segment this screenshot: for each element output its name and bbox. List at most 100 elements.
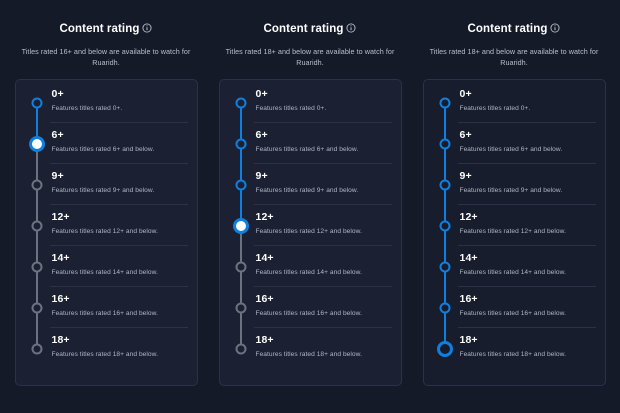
connector-segment-upper: [443, 212, 446, 227]
rating-option-row[interactable]: 14+Features titles rated 14+ and below.: [228, 253, 392, 296]
info-icon[interactable]: [550, 23, 560, 33]
rating-step-node[interactable]: [235, 302, 247, 314]
rating-option-row[interactable]: 16+Features titles rated 16+ and below.: [228, 294, 392, 337]
rating-option-description: Features titles rated 6+ and below.: [459, 145, 563, 153]
connector-segment-lower: [35, 103, 38, 132]
rating-option-row[interactable]: 16+ Features titles rated 16+ and below.: [432, 293, 596, 337]
rating-step-node[interactable]: [31, 179, 43, 191]
rating-option-description: Features titles rated 16+ and below.: [459, 309, 566, 317]
rating-option-label: 0+: [51, 88, 64, 101]
rating-option-body: 9+Features titles rated 9+ and below.: [49, 171, 188, 206]
connector-segment-lower: [35, 308, 38, 337]
rating-option-description: Features titles rated 9+ and below.: [255, 186, 359, 194]
rating-step-node[interactable]: [235, 97, 247, 109]
panel-subtitle: Titles rated 16+ and below are available…: [21, 47, 191, 68]
timeline-connector: [228, 89, 254, 132]
timeline-connector: [228, 253, 254, 296]
rating-step-node[interactable]: [235, 179, 247, 191]
rating-step-node[interactable]: [232, 218, 249, 235]
rating-step-node[interactable]: [436, 341, 453, 358]
rating-option-row[interactable]: 9+Features titles rated 9+ and below.: [432, 171, 596, 214]
rating-step-node[interactable]: [439, 220, 451, 232]
rating-step-node[interactable]: [439, 261, 451, 273]
rating-option-body: 12+Features titles rated 12+ and below.: [253, 212, 392, 247]
rating-option-row[interactable]: 12+Features titles rated 12+ and below.: [432, 212, 596, 255]
rating-option-body: 12+Features titles rated 12+ and below.: [49, 212, 188, 247]
rating-option-body: 14+Features titles rated 14+ and below.: [49, 253, 188, 288]
rating-option-body: 18+Features titles rated 18+ and below.: [458, 335, 596, 361]
rating-option-label: 16+: [459, 293, 478, 306]
rating-option-label: 6+: [255, 129, 268, 142]
rating-option-row[interactable]: 6+Features titles rated 6+ and below.: [432, 130, 596, 173]
rating-step-node[interactable]: [439, 138, 451, 150]
rating-option-row[interactable]: 16+Features titles rated 16+ and below.: [24, 294, 188, 337]
connector-segment-upper: [443, 130, 446, 145]
rating-option-description: Features titles rated 18+ and below.: [51, 350, 158, 358]
connector-segment-upper: [239, 335, 242, 350]
rating-step-node[interactable]: [439, 179, 451, 191]
rating-option-label: 18+: [255, 334, 274, 347]
connector-segment-lower: [443, 144, 446, 173]
rating-option-row[interactable]: 9+Features titles rated 9+ and below.: [228, 171, 392, 214]
rating-option-body: 18+Features titles rated 18+ and below.: [254, 335, 392, 361]
rating-option-row[interactable]: 14+Features titles rated 14+ and below.: [24, 253, 188, 296]
timeline-connector: [24, 253, 50, 296]
connector-segment-upper: [239, 171, 242, 186]
rating-option-body: 9+Features titles rated 9+ and below.: [457, 171, 596, 206]
connector-segment-upper: [443, 253, 446, 268]
rating-option-body: 14+Features titles rated 14+ and below.: [457, 253, 596, 288]
connector-segment-lower: [239, 185, 242, 214]
rating-option-list: 0+Features titles rated 0+.6+Features ti…: [432, 89, 596, 376]
rating-option-row[interactable]: 18+Features titles rated 18+ and below.: [432, 335, 596, 376]
info-icon[interactable]: [346, 23, 356, 33]
connector-segment-lower: [443, 185, 446, 214]
rating-option-row[interactable]: 18+Features titles rated 18+ and below.: [24, 335, 188, 376]
rating-option-description: Features titles rated 0+.: [459, 104, 531, 112]
rating-option-description: Features titles rated 14+ and below.: [51, 268, 158, 276]
connector-segment-upper: [35, 253, 38, 268]
rating-option-description: Features titles rated 16+ and below.: [255, 309, 362, 317]
rating-step-node[interactable]: [235, 261, 247, 273]
rating-step-node[interactable]: [235, 343, 247, 355]
rating-option-description: Features titles rated 14+ and below.: [459, 268, 566, 276]
rating-step-node[interactable]: [31, 302, 43, 314]
rating-step-node[interactable]: [31, 261, 43, 273]
timeline-connector: [24, 212, 50, 255]
rating-option-body: 6+Features titles rated 6+ and below.: [253, 129, 392, 165]
connector-segment-upper: [35, 335, 38, 350]
rating-option-description: Features titles rated 9+ and below.: [51, 186, 155, 194]
rating-step-node[interactable]: [28, 136, 45, 153]
connector-segment-lower: [35, 226, 38, 255]
timeline-connector: [24, 89, 50, 132]
rating-option-row[interactable]: 6+Features titles rated 6+ and below.: [228, 129, 392, 173]
rating-option-body: 16+ Features titles rated 16+ and below.: [457, 293, 596, 329]
rating-option-label: 0+: [255, 88, 268, 101]
page-title: Content rating: [467, 22, 548, 35]
rating-step-node[interactable]: [31, 220, 43, 232]
rating-step-node[interactable]: [439, 97, 451, 109]
rating-option-row[interactable]: 12+Features titles rated 12+ and below.: [228, 212, 392, 255]
rating-option-row[interactable]: 12+Features titles rated 12+ and below.: [24, 212, 188, 255]
rating-option-row[interactable]: 14+Features titles rated 14+ and below.: [432, 253, 596, 296]
rating-option-row[interactable]: 6+Features titles rated 6+ and below.: [24, 130, 188, 173]
timeline-connector: [432, 253, 458, 296]
rating-option-row[interactable]: 0+Features titles rated 0+.: [24, 88, 188, 132]
rating-step-node[interactable]: [31, 343, 43, 355]
rating-option-row[interactable]: 9+Features titles rated 9+ and below.: [24, 171, 188, 214]
rating-option-body: 0+Features titles rated 0+.: [49, 88, 188, 124]
info-icon[interactable]: [142, 23, 152, 33]
rating-option-row[interactable]: 0+Features titles rated 0+.: [228, 88, 392, 132]
rating-option-label: 18+: [459, 334, 478, 347]
connector-segment-upper: [239, 294, 242, 309]
rating-step-node[interactable]: [235, 138, 247, 150]
connector-segment-lower: [35, 144, 38, 173]
timeline-connector: [24, 335, 50, 376]
rating-option-row[interactable]: 0+Features titles rated 0+.: [432, 89, 596, 132]
rating-option-body: 16+Features titles rated 16+ and below.: [253, 294, 392, 329]
rating-step-node[interactable]: [439, 302, 451, 314]
page-title: Content rating: [59, 22, 140, 35]
rating-option-row[interactable]: 18+Features titles rated 18+ and below.: [228, 335, 392, 376]
rating-options-card: 0+Features titles rated 0+.6+Features ti…: [422, 79, 606, 387]
rating-step-node[interactable]: [31, 97, 43, 109]
